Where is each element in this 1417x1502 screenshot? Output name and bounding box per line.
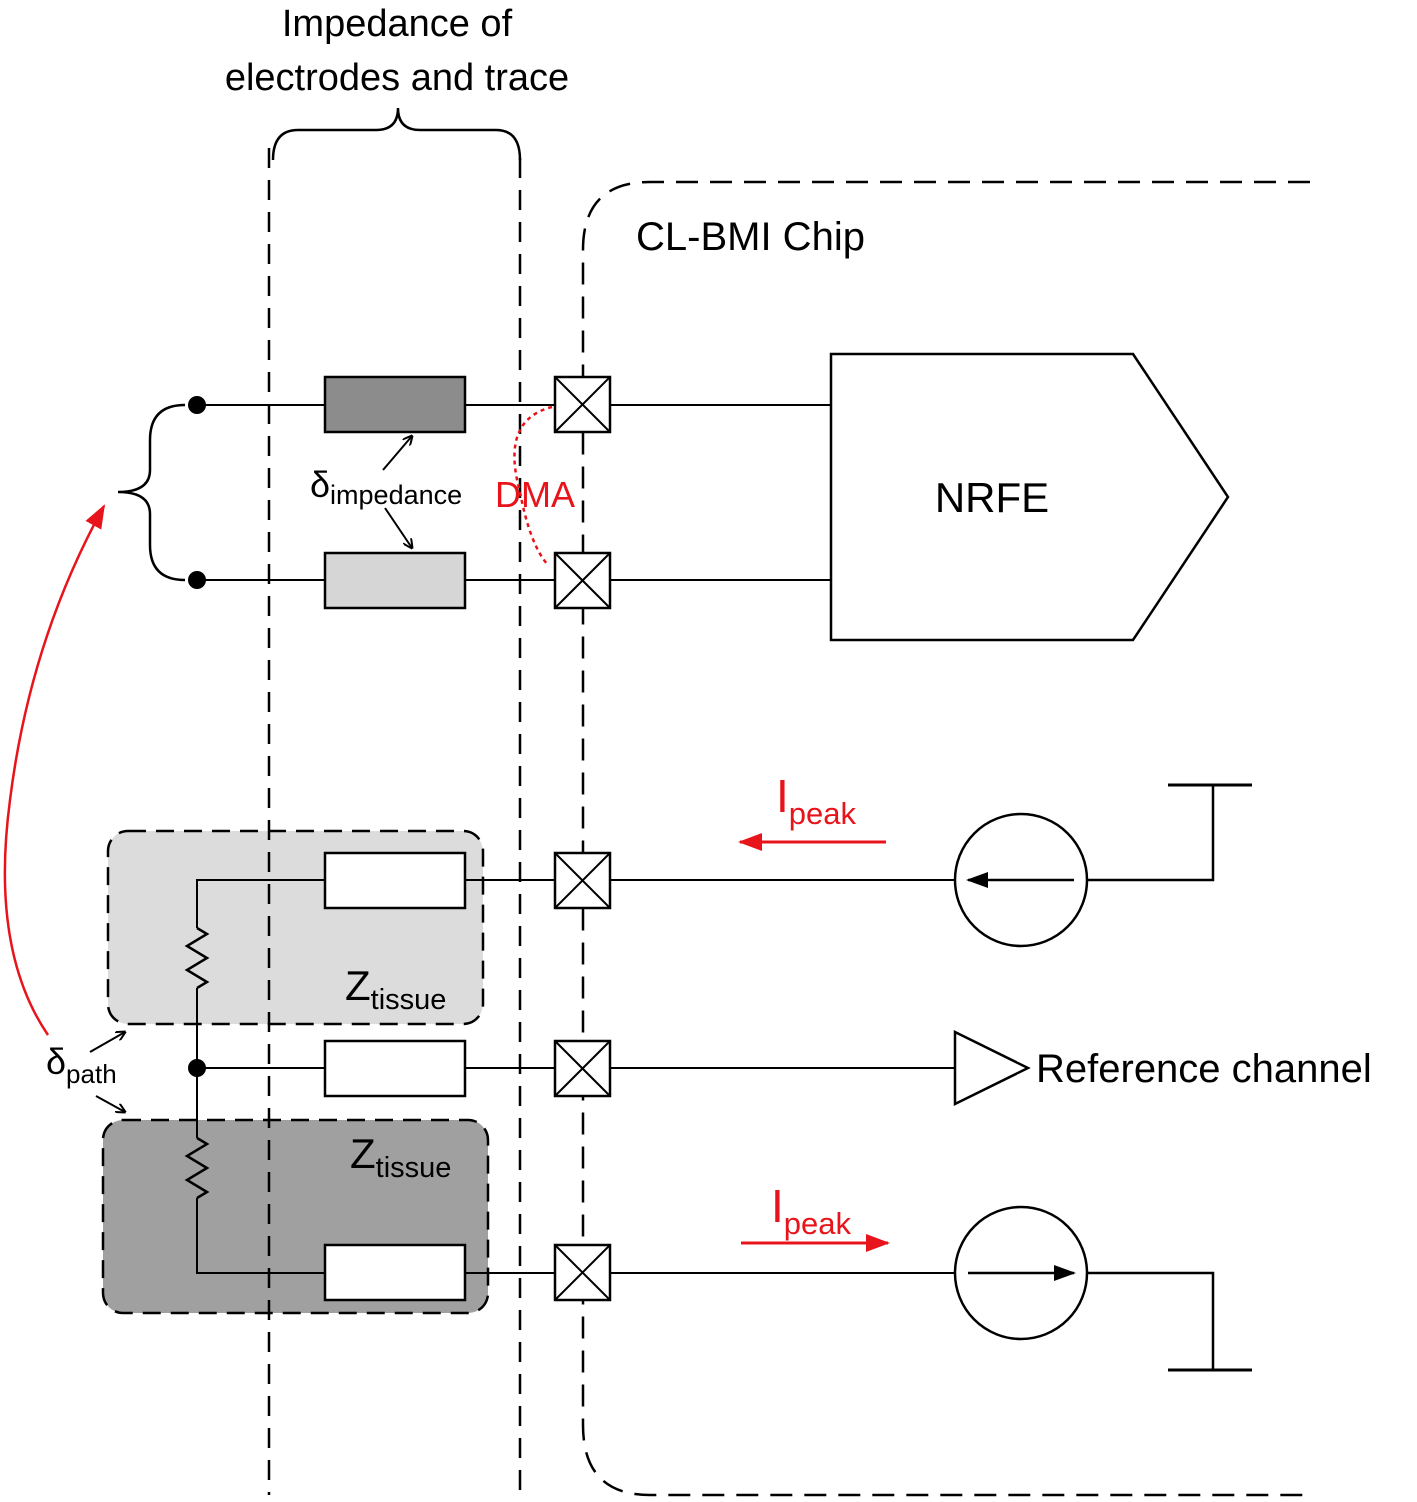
- node-dot: [188, 571, 206, 589]
- nrfe-block: [829, 352, 1230, 642]
- delta-path-arrow-up: [89, 1032, 125, 1053]
- ipeak-top-label: Ipeak: [776, 770, 857, 831]
- delta-impedance-label: δimpedance: [310, 464, 462, 510]
- electrode-stim-bottom: [323, 1243, 467, 1302]
- reference-channel-label: Reference channel: [1036, 1047, 1372, 1091]
- supply-wire-top: [1087, 785, 1215, 882]
- header-brace: [271, 107, 522, 161]
- ground-wire-bottom: [1087, 1271, 1215, 1370]
- bond-pad: [553, 375, 612, 434]
- delta-path-label: δpath: [46, 1041, 117, 1089]
- ztissue-top-subscript: tissue: [371, 984, 447, 1016]
- ipeak-bottom-subscript: peak: [784, 1206, 852, 1241]
- ipeak-bottom-symbol: I: [771, 1180, 784, 1232]
- ztissue-top-symbol: Z: [345, 962, 371, 1009]
- delta-path-arrow-down: [95, 1095, 125, 1112]
- bond-pad: [553, 551, 612, 610]
- chip-boundary: [581, 180, 1310, 1497]
- dma-label: DMA: [495, 474, 575, 515]
- electrode-impedance-light: [323, 551, 467, 610]
- chip-label: CL-BMI Chip: [636, 215, 865, 259]
- path-mismatch-arrow: [3, 504, 106, 1036]
- node-dot: [188, 396, 206, 414]
- ipeak-top-symbol: I: [776, 770, 789, 822]
- delta-impedance-arrow-up: [382, 436, 412, 471]
- bond-pad: [553, 1243, 612, 1302]
- dma-arc: [513, 405, 553, 566]
- resistor-top: [184, 926, 210, 990]
- ztissue-bottom-symbol: Z: [350, 1130, 376, 1177]
- header-title-line1: Impedance of: [282, 3, 513, 45]
- header-title-line2: electrodes and trace: [225, 57, 569, 99]
- nrfe-label: NRFE: [935, 474, 1049, 521]
- ipeak-top-subscript: peak: [789, 796, 857, 831]
- ipeak-bottom-label: Ipeak: [771, 1180, 852, 1241]
- delta-path-symbol: δ: [46, 1041, 66, 1082]
- electrode-pair-brace: [117, 403, 186, 582]
- electrode-reference: [323, 1039, 467, 1098]
- delta-path-subscript: path: [66, 1059, 117, 1089]
- delta-impedance-arrow-down: [384, 507, 412, 548]
- wire: [196, 879, 325, 928]
- ztissue-bottom-label: Ztissue: [350, 1130, 451, 1184]
- reference-buffer: [953, 1029, 1031, 1107]
- bond-pad: [553, 851, 612, 910]
- ztissue-bottom-subscript: tissue: [376, 1152, 452, 1184]
- electrode-stim-top: [323, 851, 467, 910]
- bond-pad: [553, 1039, 612, 1098]
- delta-impedance-subscript: impedance: [330, 480, 462, 510]
- delta-impedance-symbol: δ: [310, 464, 330, 505]
- ztissue-top-label: Ztissue: [345, 962, 446, 1016]
- wire: [196, 1198, 325, 1274]
- resistor-bottom: [184, 1136, 210, 1200]
- electrode-impedance-dark: [323, 375, 467, 434]
